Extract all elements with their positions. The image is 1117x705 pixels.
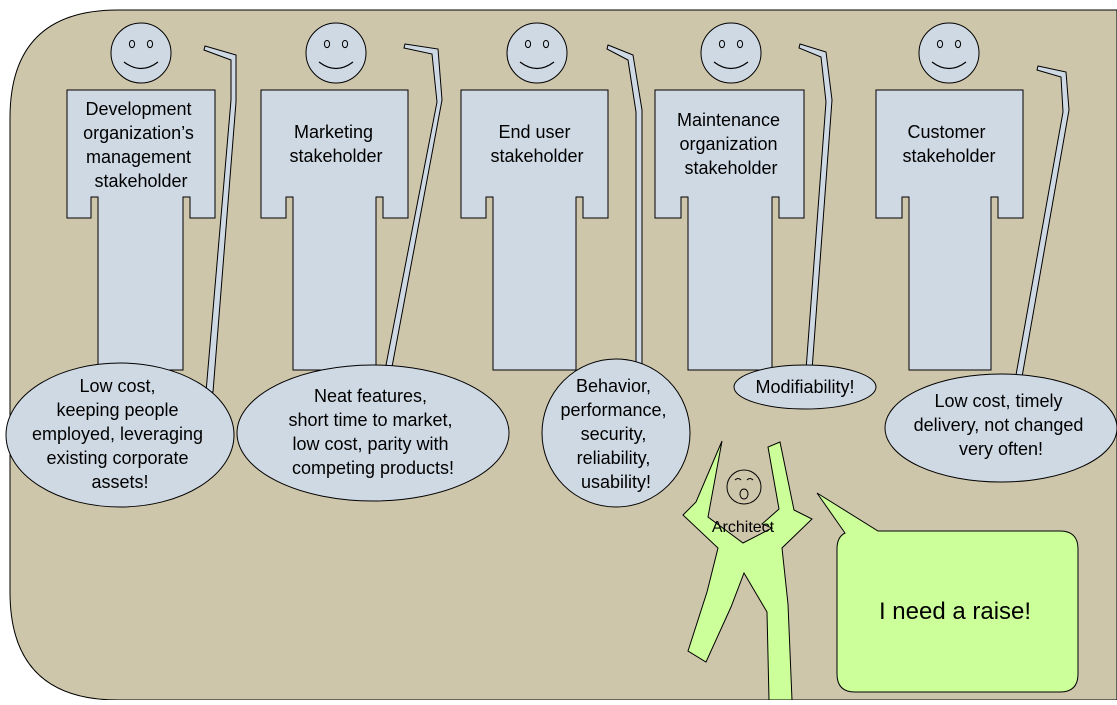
concern-bubble: [5, 362, 235, 508]
architect-speech-text: I need a raise!: [879, 598, 1031, 625]
stakeholder-customer: Customer stakeholder Low cost, timely de…: [875, 22, 1117, 483]
concern-bubble: [884, 373, 1117, 483]
architect-speech-bubble: I need a raise!: [816, 492, 1079, 693]
architect-figure: Architect: [682, 440, 813, 701]
smiley-head: [506, 22, 568, 84]
stakeholder-body: [460, 89, 609, 371]
stakeholder-development-management: Development organization’s management st…: [5, 22, 237, 508]
stakeholder-maintenance: Maintenance organization stakeholder Mod…: [654, 22, 877, 410]
smiley-head: [918, 22, 980, 84]
concern-bubble: [236, 364, 510, 502]
worried-face-icon: [726, 469, 762, 505]
architect-label: Architect: [712, 519, 775, 536]
smiley-head: [700, 22, 762, 84]
concern-text: Behavior, performance, security, reliabi…: [560, 376, 671, 492]
concern-text: Low cost, keeping people employed, lever…: [32, 376, 208, 492]
stakeholder-end-user: End user stakeholder Behavior, performan…: [460, 22, 691, 508]
architect-body: [682, 440, 813, 701]
speech-callout: [816, 492, 1079, 693]
concern-bubble: [733, 364, 877, 410]
stakeholder-body: [66, 89, 216, 371]
stakeholder-label: Development organization’s management st…: [83, 99, 199, 191]
smiley-head: [110, 22, 172, 84]
concern-text: Modifiability!: [755, 377, 854, 397]
stakeholder-body: [875, 89, 1024, 371]
stakeholder-label: Customer stakeholder: [902, 122, 995, 166]
stakeholder-marketing: Marketing stakeholder Neat features, sho…: [236, 22, 510, 502]
stakeholder-label: Marketing stakeholder: [289, 122, 382, 166]
concern-text: Neat features, short time to market, low…: [288, 386, 457, 478]
concern-bubble: [541, 358, 691, 508]
concern-text: Low cost, timely delivery, not changed v…: [914, 391, 1089, 459]
smiley-head: [305, 22, 367, 84]
stakeholder-label: Maintenance organization stakeholder: [677, 110, 785, 178]
stakeholder-label: End user stakeholder: [490, 122, 583, 166]
